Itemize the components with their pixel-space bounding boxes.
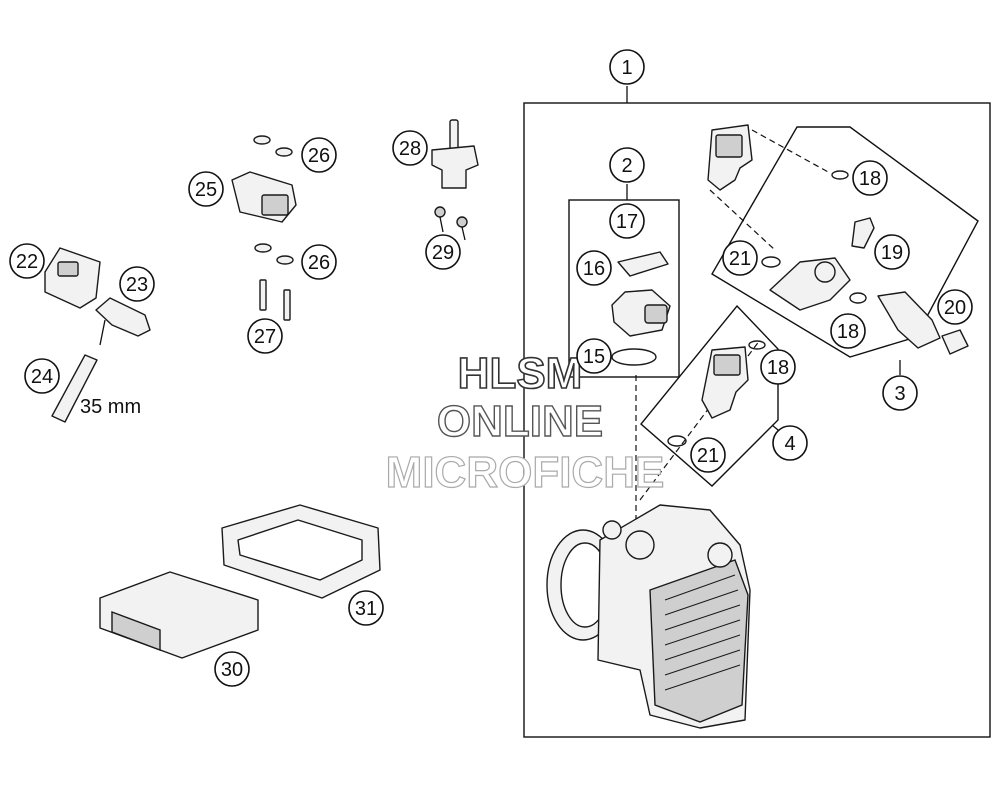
- callout-4: 4: [772, 425, 808, 461]
- callout-number: 26: [308, 252, 330, 274]
- callout-1: 1: [609, 49, 645, 85]
- callout-31: 31: [348, 590, 384, 626]
- callout-22: 22: [9, 243, 45, 279]
- assembly-1-frame: [523, 102, 991, 738]
- part-25-sensor: [231, 171, 297, 223]
- callout-number: 21: [697, 445, 719, 467]
- callout-circle: [609, 147, 645, 183]
- callout-29: 29: [425, 234, 461, 270]
- callout-27: 27: [247, 318, 283, 354]
- hose-length-label: 35 mm: [80, 396, 141, 418]
- callout-circle: [882, 375, 918, 411]
- callout-circle: [830, 313, 866, 349]
- watermark-line-3: MICROFICHE: [386, 448, 665, 497]
- callout-number: 3: [894, 383, 905, 405]
- callout-21: 21: [690, 437, 726, 473]
- callout-30: 30: [214, 651, 250, 687]
- callout-28: 28: [392, 130, 428, 166]
- callout-15: 15: [576, 338, 612, 374]
- callout-21: 21: [722, 240, 758, 276]
- part-23-sensor: [95, 297, 151, 346]
- callout-number: 25: [195, 179, 217, 201]
- callout-20: 20: [937, 289, 973, 325]
- callout-23: 23: [119, 266, 155, 302]
- callout-circle: [772, 425, 808, 461]
- part-24-hose: [51, 354, 98, 423]
- injector-lower: [667, 340, 766, 447]
- callout-circle: [188, 171, 224, 207]
- callout-number: 19: [881, 242, 903, 264]
- callout-26: 26: [301, 244, 337, 280]
- callout-circle: [119, 266, 155, 302]
- callout-circle: [214, 651, 250, 687]
- callout-17: 17: [609, 203, 645, 239]
- callout-number: 18: [859, 168, 881, 190]
- callout-circle: [609, 49, 645, 85]
- parts: [44, 119, 969, 729]
- part-27-bolts: [259, 279, 291, 321]
- part-29-screws: [434, 206, 468, 241]
- callout-3: 3: [882, 375, 918, 411]
- callout-circle: [690, 437, 726, 473]
- callout-number: 16: [583, 258, 605, 280]
- watermark-line-1: HLSM: [458, 349, 583, 398]
- callout-circle: [301, 244, 337, 280]
- part-30-ecu: [99, 571, 259, 659]
- callout-number: 17: [616, 211, 638, 233]
- callout-number: 1: [621, 57, 632, 79]
- assembly-4-frame: [640, 304, 779, 487]
- callout-circle: [301, 137, 337, 173]
- part-28-sensor: [431, 119, 479, 189]
- callout-number: 24: [31, 366, 53, 388]
- callout-26: 26: [301, 137, 337, 173]
- callout-number: 18: [767, 357, 789, 379]
- callout-circle: [576, 250, 612, 286]
- watermark: HLSM ONLINE MICROFICHE: [385, 348, 665, 497]
- injector-upper: [707, 124, 969, 355]
- callout-18: 18: [852, 160, 888, 196]
- callout-number: 22: [16, 251, 38, 273]
- callout-25: 25: [188, 171, 224, 207]
- part-31-ecu-housing: [221, 504, 381, 599]
- callout-number: 20: [944, 297, 966, 319]
- callout-number: 26: [308, 145, 330, 167]
- callout-24: 24: [24, 358, 60, 394]
- callout-circle: [937, 289, 973, 325]
- callout-number: 28: [399, 138, 421, 160]
- callout-16: 16: [576, 250, 612, 286]
- callout-number: 4: [784, 433, 795, 455]
- callout-19: 19: [874, 234, 910, 270]
- callout-18: 18: [830, 313, 866, 349]
- callout-circle: [874, 234, 910, 270]
- callout-number: 2: [621, 155, 632, 177]
- callout-circle: [9, 243, 45, 279]
- callout-number: 30: [221, 659, 243, 681]
- callout-number: 31: [355, 598, 377, 620]
- throttle-body: [546, 504, 751, 729]
- callout-circle: [24, 358, 60, 394]
- callout-circle: [425, 234, 461, 270]
- callout-number: 29: [432, 242, 454, 264]
- callout-circle: [609, 203, 645, 239]
- callout-circle: [392, 130, 428, 166]
- callout-circle: [247, 318, 283, 354]
- callouts: 1234151617181818192021212223242526262728…: [9, 49, 973, 687]
- callout-circle: [852, 160, 888, 196]
- callout-circle: [348, 590, 384, 626]
- part-22-connector: [44, 247, 101, 309]
- callout-2: 2: [609, 147, 645, 183]
- callout-number: 18: [837, 321, 859, 343]
- callout-circle: [722, 240, 758, 276]
- callout-number: 21: [729, 248, 751, 270]
- part-26-washers: [253, 135, 294, 265]
- callout-circle: [760, 349, 796, 385]
- callout-circle: [576, 338, 612, 374]
- callout-number: 23: [126, 274, 148, 296]
- callout-number: 15: [583, 346, 605, 368]
- callout-18: 18: [760, 349, 796, 385]
- watermark-line-2: ONLINE: [437, 397, 603, 446]
- callout-number: 27: [254, 326, 276, 348]
- assembly-2-frame: [568, 199, 680, 378]
